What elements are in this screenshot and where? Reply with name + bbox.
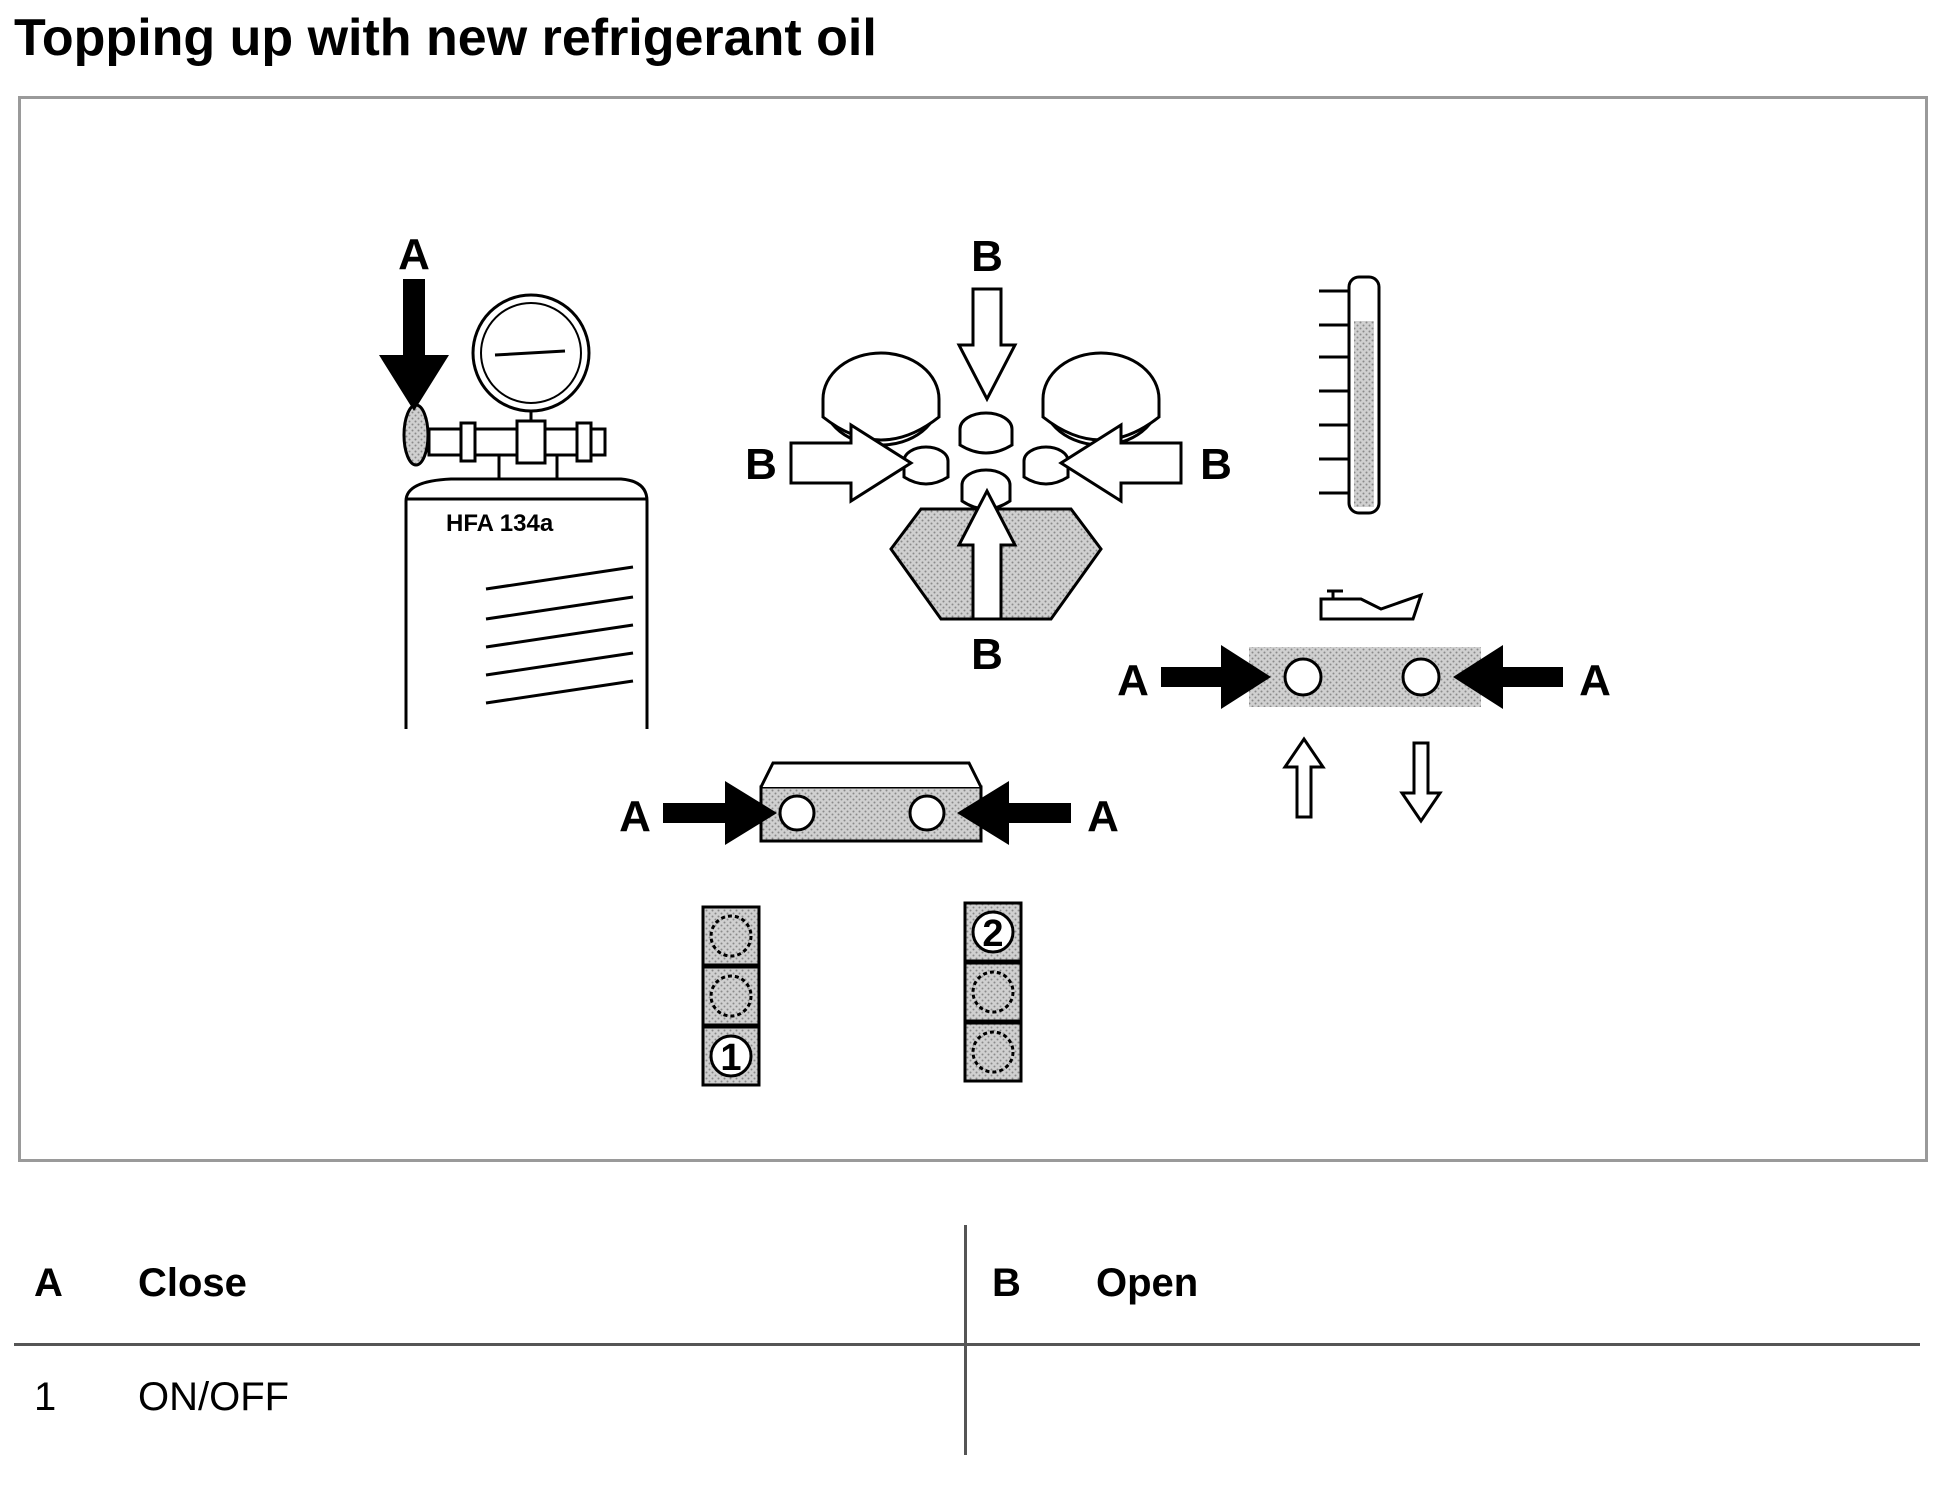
svg-text:A: A [619, 792, 651, 841]
legend-column-divider [964, 1225, 967, 1455]
switch-2-label: 2 [982, 913, 1003, 955]
legend-text-on-off: ON/OFF [138, 1375, 290, 1419]
svg-text:A: A [1579, 656, 1611, 705]
twin-valve-block: A A [619, 761, 1119, 845]
svg-text:B: B [745, 440, 777, 489]
svg-text:B: B [971, 232, 1003, 281]
oil-fill-valve: A A [1117, 589, 1611, 824]
legend-key-a: A [34, 1261, 63, 1305]
measuring-cylinder [1319, 275, 1381, 515]
legend-row-divider [14, 1343, 1920, 1346]
switch-1-label: 1 [720, 1037, 741, 1079]
close-arrow-icon: A [379, 230, 449, 411]
refrigerant-cylinder: HFA 134a [402, 293, 649, 729]
switch-panel-1: 1 [701, 905, 761, 1087]
page-title: Topping up with new refrigerant oil [14, 9, 877, 67]
refrigerant-oil-illustration: HFA 134a A [379, 230, 1611, 1087]
svg-text:A: A [1087, 792, 1119, 841]
oil-can-icon [1319, 589, 1424, 621]
legend-key-1: 1 [34, 1375, 57, 1419]
cylinder-label: HFA 134a [446, 510, 554, 537]
legend-table: A Close B Open 1 ON/OFF [14, 1225, 1920, 1455]
switch-panel-2: 2 [963, 901, 1023, 1083]
legend-key-b: B [992, 1261, 1021, 1305]
illustration-frame: HFA 134a A [18, 96, 1928, 1162]
svg-text:B: B [971, 630, 1003, 679]
legend-text-open: Open [1096, 1261, 1199, 1305]
svg-text:A: A [1117, 656, 1149, 705]
legend-text-close: Close [138, 1261, 247, 1305]
callout-a: A [398, 230, 430, 279]
callouts-b: B B B B [745, 232, 1232, 679]
open-arrow-icon [789, 287, 1183, 621]
svg-text:B: B [1200, 440, 1232, 489]
